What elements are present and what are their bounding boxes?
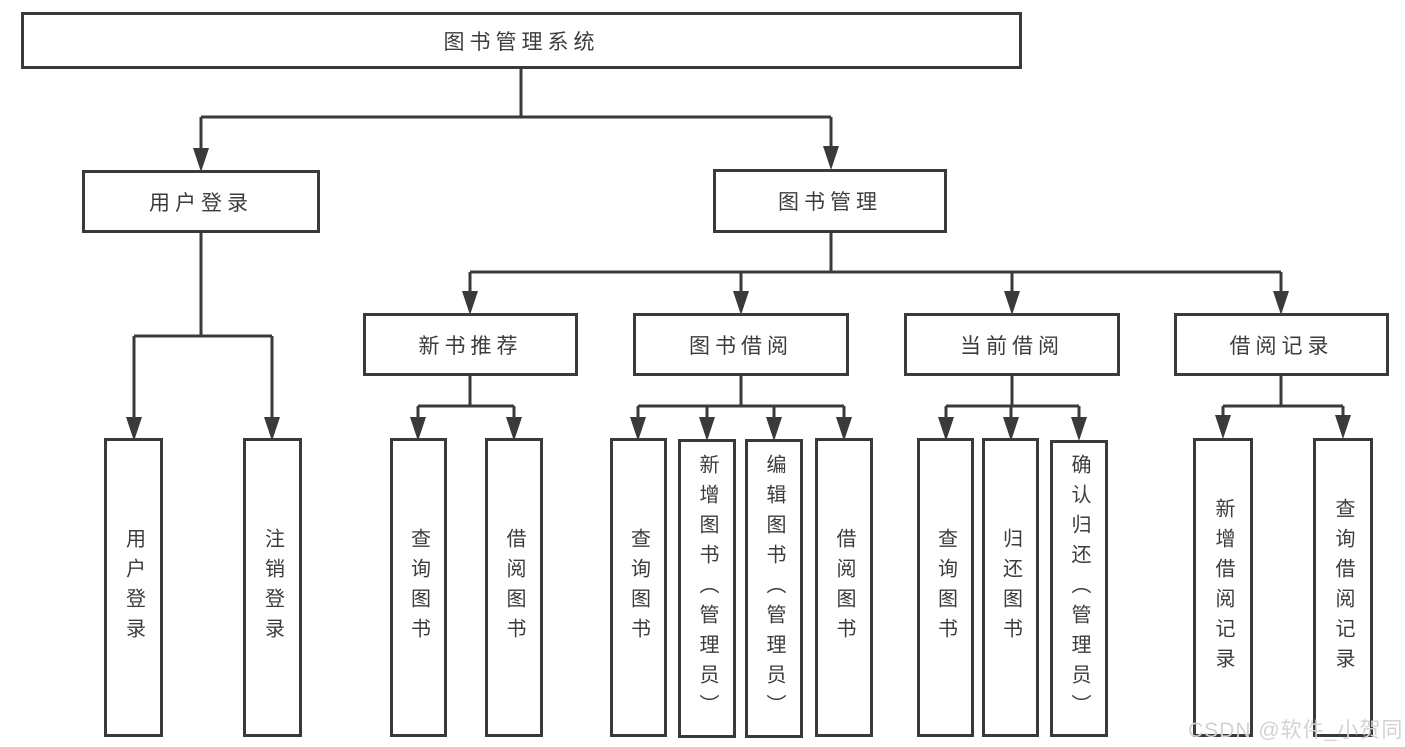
leaf-add-borrow-record-label: 新增借阅记录 <box>1212 497 1234 678</box>
leaf-add-book-admin-label: 新增图书（管理员） <box>696 453 718 724</box>
leaf-add-borrow-record: 新增借阅记录 <box>1193 438 1253 737</box>
leaf-logout: 注销登录 <box>243 438 302 737</box>
node-root: 图书管理系统 <box>21 12 1022 69</box>
node-current-borrowing-label: 当前借阅 <box>960 334 1064 358</box>
node-book-borrowing: 图书借阅 <box>633 313 849 376</box>
node-book-management-label: 图书管理 <box>778 191 882 214</box>
leaf-newbook-borrow: 借阅图书 <box>485 438 543 737</box>
leaf-user-login-label: 用户登录 <box>122 527 145 648</box>
node-book-borrowing-label: 图书借阅 <box>689 334 793 358</box>
leaf-confirm-return-admin: 确认归还（管理员） <box>1050 440 1108 737</box>
leaf-current-query: 查询图书 <box>917 438 974 737</box>
leaf-newbook-borrow-label: 借阅图书 <box>503 527 525 648</box>
node-new-book-recommend: 新书推荐 <box>363 313 578 376</box>
leaf-logout-label: 注销登录 <box>261 527 284 648</box>
node-borrowing-records-label: 借阅记录 <box>1229 334 1334 358</box>
leaf-user-login: 用户登录 <box>104 438 163 737</box>
node-current-borrowing: 当前借阅 <box>904 313 1120 376</box>
node-user-login-label: 用户登录 <box>149 191 253 215</box>
leaf-current-query-label: 查询图书 <box>934 527 957 648</box>
leaf-newbook-query-label: 查询图书 <box>407 527 430 648</box>
leaf-borrowing-borrow-label: 借阅图书 <box>833 527 855 648</box>
leaf-return-book-label: 归还图书 <box>999 527 1022 648</box>
node-borrowing-records: 借阅记录 <box>1174 313 1389 376</box>
leaf-return-book: 归还图书 <box>982 438 1039 737</box>
leaf-add-book-admin: 新增图书（管理员） <box>678 439 736 738</box>
leaf-borrowing-query-label: 查询图书 <box>627 527 650 648</box>
leaf-edit-book-admin: 编辑图书（管理员） <box>745 439 803 738</box>
node-user-login: 用户登录 <box>82 170 320 233</box>
leaf-query-borrow-record-label: 查询借阅记录 <box>1332 497 1354 678</box>
node-book-management: 图书管理 <box>713 169 947 233</box>
leaf-edit-book-admin-label: 编辑图书（管理员） <box>763 453 785 724</box>
leaf-borrowing-borrow: 借阅图书 <box>815 438 873 737</box>
leaf-borrowing-query: 查询图书 <box>610 438 667 737</box>
leaf-newbook-query: 查询图书 <box>390 438 447 737</box>
node-new-book-recommend-label: 新书推荐 <box>418 334 523 358</box>
csdn-watermark: CSDN @软件_小贺同学 <box>1188 719 1405 742</box>
leaf-confirm-return-admin-label: 确认归还（管理员） <box>1068 453 1090 724</box>
node-root-label: 图书管理系统 <box>443 30 600 54</box>
leaf-query-borrow-record: 查询借阅记录 <box>1313 438 1373 737</box>
